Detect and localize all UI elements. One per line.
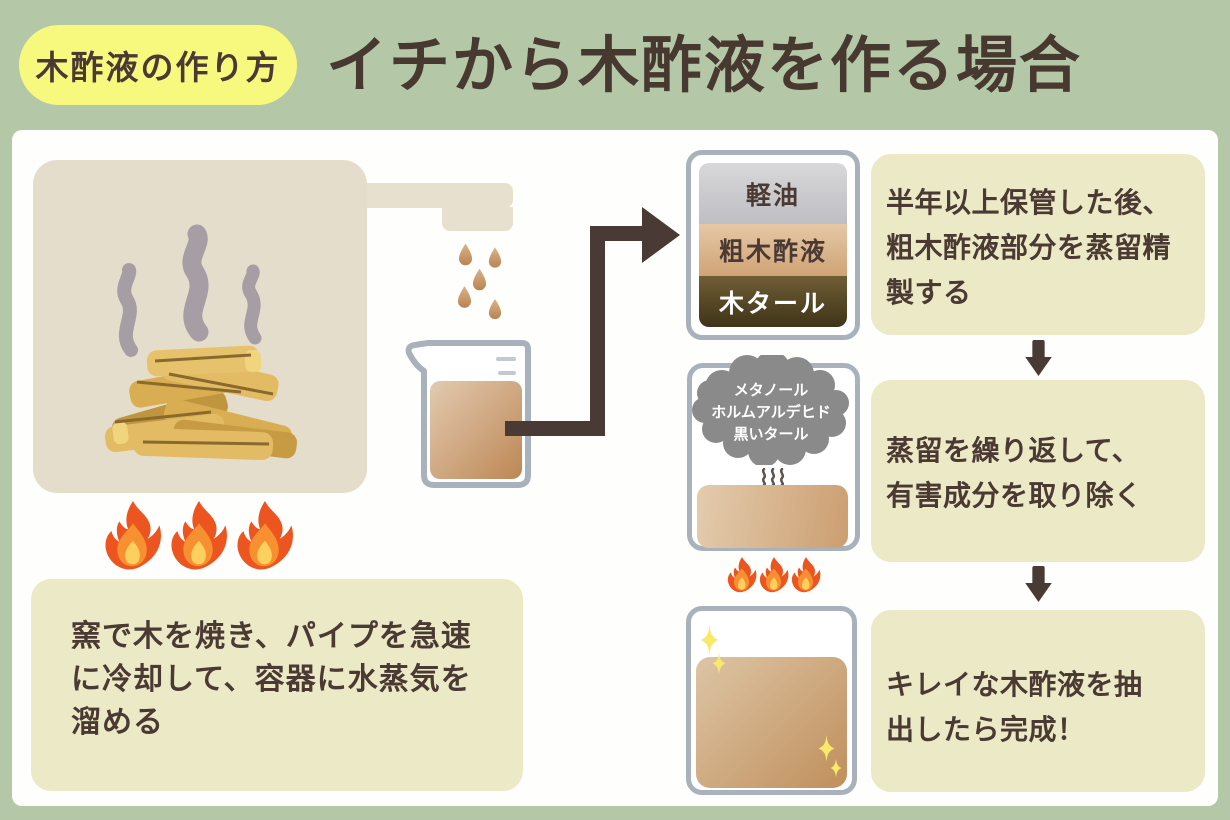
layer-crude-wood-vinegar: 粗木酢液 xyxy=(699,224,847,276)
arrow-right-icon xyxy=(505,207,680,436)
step-line: 粗木酢液部分を蒸留精 xyxy=(886,231,1172,264)
layer-light-oil: 軽油 xyxy=(699,163,847,224)
flame-icon xyxy=(791,553,821,597)
flame-icon xyxy=(727,553,757,597)
step-line: キレイな木酢液を抽 xyxy=(886,668,1143,701)
flame-icon xyxy=(235,499,295,573)
flame-icon xyxy=(759,553,789,597)
step-line: 半年以上保管した後、 xyxy=(886,186,1172,219)
droplet-icon xyxy=(457,285,472,310)
flame-icon xyxy=(103,499,163,573)
hazard-cloud-line: 黒いタール xyxy=(733,425,809,443)
steam-squiggle-icon xyxy=(761,468,785,486)
hazard-cloud-line: ホルムアルデヒド xyxy=(711,403,831,421)
content-panel: 窯で木を焼き、パイプを急速 に冷却して、容器に水蒸気を 溜める 軽油 粗木酢液 … xyxy=(12,130,1218,806)
step-box-1: 半年以上保管した後、 粗木酢液部分を蒸留精 製する xyxy=(871,154,1205,335)
smoke-wisp-icon xyxy=(117,224,262,357)
layer-label: 軽油 xyxy=(745,180,800,210)
step-box-3: キレイな木酢液を抽 出したら完成！ xyxy=(871,610,1205,792)
woodpile-illustration xyxy=(105,345,297,461)
layer-label: 木タール xyxy=(718,288,827,318)
process-caption-box: 窯で木を焼き、パイプを急速 に冷却して、容器に水蒸気を 溜める xyxy=(31,579,523,791)
caption-line: 窯で木を焼き、パイプを急速 xyxy=(71,619,472,654)
page-title: イチから木酢液を作る場合 xyxy=(326,30,1083,101)
flame-icon xyxy=(169,499,229,573)
final-liquid xyxy=(696,657,847,788)
droplet-icon xyxy=(472,268,487,292)
separator-container: 軽油 粗木酢液 木タール xyxy=(686,150,860,340)
caption-line: に冷却して、容器に水蒸気を xyxy=(71,662,472,697)
hazard-cloud: メタノール ホルムアルデヒド 黒いタール xyxy=(692,351,850,467)
step-line: 有害成分を取り除く xyxy=(886,479,1143,512)
header-badge-label: 木酢液の作り方 xyxy=(35,48,281,87)
layer-wood-tar: 木タール xyxy=(699,276,847,327)
header-badge: 木酢液の作り方 xyxy=(19,25,297,105)
kiln-illustration xyxy=(33,160,367,493)
sparkle-icon xyxy=(712,650,726,677)
caption-line: 溜める xyxy=(71,705,164,740)
arrow-down-icon xyxy=(1025,340,1052,376)
beaker-illustration xyxy=(405,340,531,488)
layer-label: 粗木酢液 xyxy=(718,237,827,266)
hazard-cloud-line: メタノール xyxy=(733,381,809,399)
chimney-pipe-arm xyxy=(367,183,513,208)
step-box-2: 蒸留を繰り返して、 有害成分を取り除く xyxy=(871,380,1205,562)
step-line: 蒸留を繰り返して、 xyxy=(886,434,1141,467)
sparkle-icon xyxy=(830,758,842,778)
chimney-pipe-spout xyxy=(442,207,513,231)
droplet-icon xyxy=(458,243,473,267)
step-line: 出したら完成！ xyxy=(886,713,1086,746)
step-line: 製する xyxy=(886,276,972,309)
arrow-down-icon xyxy=(1025,566,1052,602)
distill-liquid xyxy=(697,485,848,548)
beaker-liquid xyxy=(430,381,522,479)
